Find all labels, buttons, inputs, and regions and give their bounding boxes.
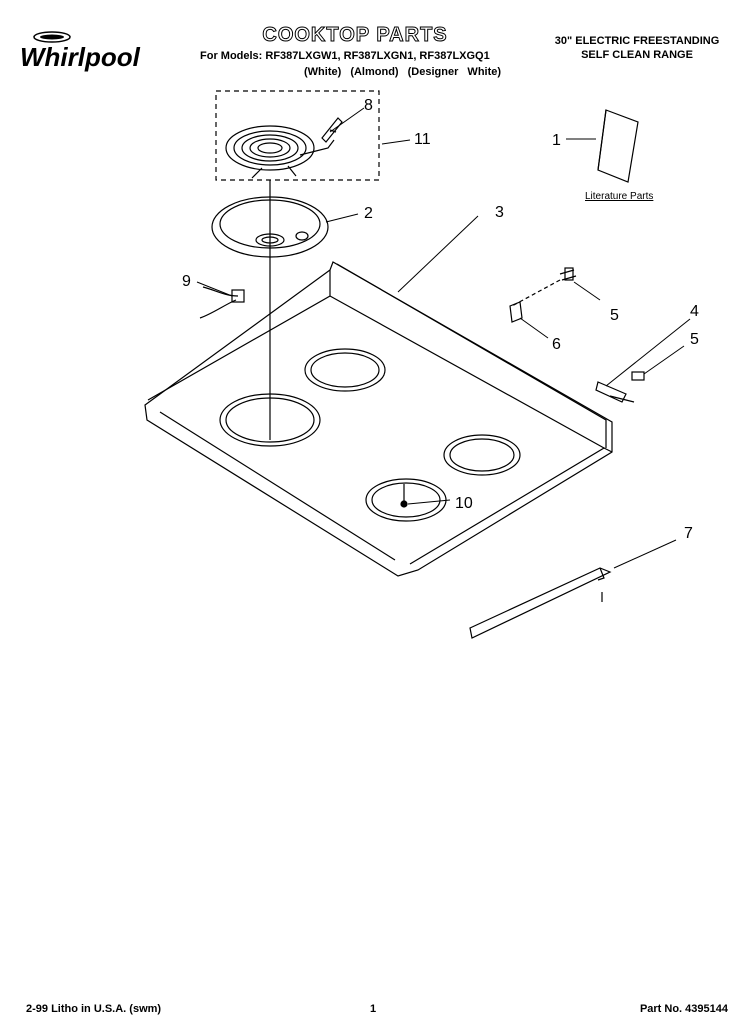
clip bbox=[509, 301, 523, 323]
callout-9: 9 bbox=[182, 273, 191, 290]
element-group-box bbox=[215, 90, 380, 181]
footer-part-number: Part No. 4395144 bbox=[639, 1003, 728, 1015]
brand-wordmark: Whirlpool bbox=[20, 42, 141, 72]
callout-8: 8 bbox=[364, 97, 373, 114]
callout-5-lower: 5 bbox=[690, 331, 699, 348]
range-description: 30" ELECTRIC FREESTANDING SELF CLEAN RAN… bbox=[532, 34, 742, 62]
screw-lower bbox=[631, 371, 645, 381]
callout-4: 4 bbox=[690, 303, 699, 320]
callout-numbers: 1 2 3 4 5 5 6 7 8 9 10 11 bbox=[182, 97, 699, 542]
surface-element bbox=[225, 125, 335, 179]
range-line-2: SELF CLEAN RANGE bbox=[581, 49, 693, 61]
callout-3: 3 bbox=[495, 204, 504, 221]
terminal-block bbox=[321, 117, 343, 143]
range-line-1: 30" ELECTRIC FREESTANDING bbox=[554, 35, 720, 47]
rear-trim bbox=[469, 567, 612, 639]
footer-page-number: 1 bbox=[370, 1003, 377, 1015]
whirlpool-logo: Whirlpool bbox=[20, 31, 141, 72]
page-title: COOKTOP PARTS bbox=[262, 24, 448, 47]
main-cooktop bbox=[144, 261, 613, 577]
callout-7: 7 bbox=[684, 525, 693, 542]
callout-1: 1 bbox=[552, 132, 561, 149]
callout-2: 2 bbox=[364, 205, 373, 222]
burner-screw bbox=[400, 484, 408, 508]
footer-litho: 2-99 Litho in U.S.A. (swm) bbox=[26, 1003, 162, 1015]
callout-11: 11 bbox=[414, 131, 431, 148]
screw-upper bbox=[511, 267, 577, 307]
bracket bbox=[595, 381, 635, 403]
callout-10: 10 bbox=[455, 495, 473, 512]
literature-parts-label: Literature Parts bbox=[585, 191, 654, 202]
model-list: For Models: RF387LXGW1, RF387LXGN1, RF38… bbox=[200, 50, 490, 62]
literature-pack bbox=[597, 109, 639, 183]
model-variants: (White) (Almond) (Designer White) bbox=[304, 66, 502, 78]
leader-lines bbox=[196, 107, 691, 569]
callout-5-upper: 5 bbox=[610, 307, 619, 324]
callout-6: 6 bbox=[552, 336, 561, 353]
